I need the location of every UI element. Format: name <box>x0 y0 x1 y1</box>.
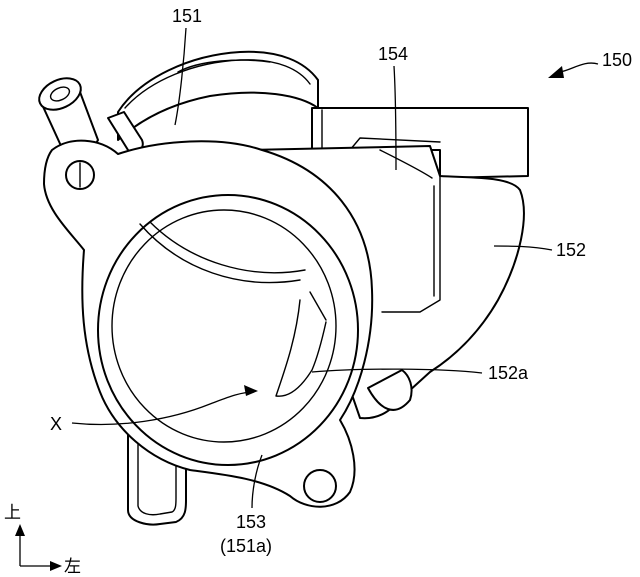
arrow-left-direction <box>50 561 62 571</box>
arrow-150 <box>548 66 564 78</box>
upper-housing-151 <box>117 50 319 141</box>
reference-labels: 151 154 150 152 152a X 153 (151a) <box>50 6 632 556</box>
leader-152 <box>493 245 553 251</box>
axis-up-label: 上 <box>4 503 21 522</box>
axis-left-label: 左 <box>64 557 81 576</box>
leader-x <box>71 391 255 426</box>
leader-150 <box>559 62 599 73</box>
leader-154 <box>393 65 397 171</box>
leader-lines <box>71 27 599 509</box>
label-150: 150 <box>602 50 632 70</box>
arrow-up <box>15 524 25 536</box>
flange-153 <box>43 139 374 508</box>
nipple-tube <box>38 77 144 155</box>
leader-152a <box>311 368 483 374</box>
orientation-axes: 上 左 <box>4 503 81 576</box>
label-152: 152 <box>556 240 586 260</box>
label-151a: (151a) <box>220 536 272 556</box>
arrow-x <box>244 385 258 396</box>
leader-153 <box>251 454 263 509</box>
label-151: 151 <box>172 6 202 26</box>
label-x: X <box>50 414 62 434</box>
leader-151 <box>174 27 187 126</box>
label-152a: 152a <box>488 363 529 383</box>
label-154: 154 <box>378 44 408 64</box>
label-153: 153 <box>236 512 266 532</box>
